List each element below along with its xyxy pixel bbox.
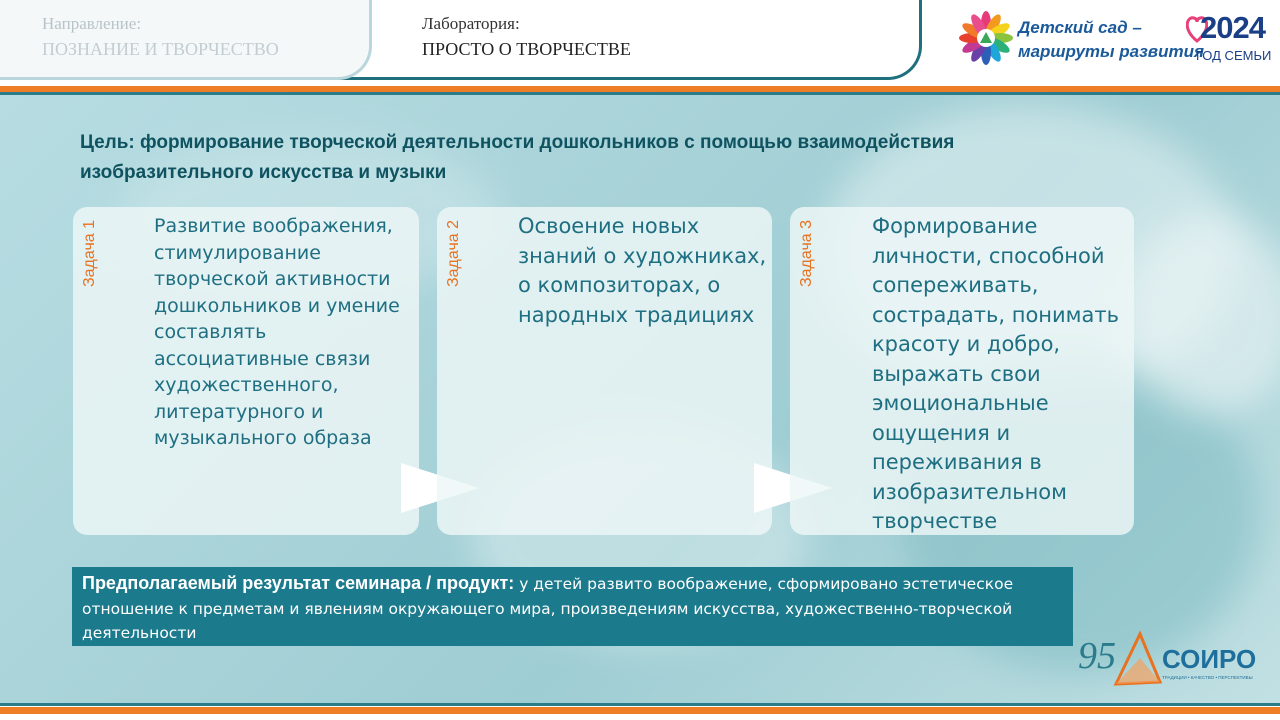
heart-icon xyxy=(1186,16,1208,43)
task-1-text: Развитие воображения, стимулирование тво… xyxy=(154,215,400,449)
logo-line-1: Детский сад – xyxy=(1018,18,1142,37)
soiro-number: 95 xyxy=(1078,635,1116,677)
kindergarten-flower-logo-icon xyxy=(959,11,1013,65)
goal-text: формирование творческой деятельности дош… xyxy=(80,132,955,183)
direction-label: Направление: xyxy=(42,14,142,33)
lab-value: ПРОСТО О ТВОРЧЕСТВЕ xyxy=(422,39,631,59)
year-caption: ГОД СЕМЬИ xyxy=(1196,48,1272,63)
expected-result-box: Предполагаемый результат семинара / прод… xyxy=(72,567,1073,646)
header-orange-stripe xyxy=(0,86,1280,92)
goal-statement: Цель: формирование творческой деятельнос… xyxy=(80,128,1060,188)
direction-tab: Направление: ПОЗНАНИЕ И ТВОРЧЕСТВО xyxy=(0,0,372,80)
footer-orange-stripe xyxy=(0,707,1280,714)
goal-label: Цель: xyxy=(80,132,135,153)
result-text: у детей развито воображение, сформирован… xyxy=(82,575,1014,642)
slide-header: Лаборатория: ПРОСТО О ТВОРЧЕСТВЕ Направл… xyxy=(0,0,1280,86)
task-card-1: Задача 1 Развитие воображения, стимулиро… xyxy=(73,207,419,535)
soiro-tagline: ТРАДИЦИИ • КАЧЕСТВО • ПЕРСПЕКТИВЫ xyxy=(1162,675,1253,680)
task-card-3: Задача 3 Формирование личности, способно… xyxy=(790,207,1134,535)
direction-value: ПОЗНАНИЕ И ТВОРЧЕСТВО xyxy=(42,39,279,59)
task-2-text: Освоение новых знаний о художниках, о ко… xyxy=(518,214,767,327)
task-2-tag: Задача 2 xyxy=(445,219,462,287)
task-3-tag: Задача 3 xyxy=(798,219,815,287)
header-teal-stripe xyxy=(0,92,1280,95)
soiro-name: СОИРО xyxy=(1162,644,1256,674)
kindergarten-logo-text: Детский сад – маршруты развития xyxy=(1018,16,1204,64)
year-2024: 2024 xyxy=(1200,10,1266,45)
logo-line-2: маршруты развития xyxy=(1018,42,1204,61)
soiro-logo-icon: 95 СОИРО ТРАДИЦИИ • КАЧЕСТВО • ПЕРСПЕКТИ… xyxy=(1078,630,1256,686)
task-card-2: Задача 2 Освоение новых знаний о художни… xyxy=(437,207,772,535)
result-label: Предполагаемый результат семинара / прод… xyxy=(82,573,515,593)
footer-teal-stripe xyxy=(0,703,1280,706)
lab-label: Лаборатория: xyxy=(422,14,520,33)
task-3-text: Формирование личности, способной сопереж… xyxy=(872,214,1119,533)
task-1-tag: Задача 1 xyxy=(81,219,98,287)
